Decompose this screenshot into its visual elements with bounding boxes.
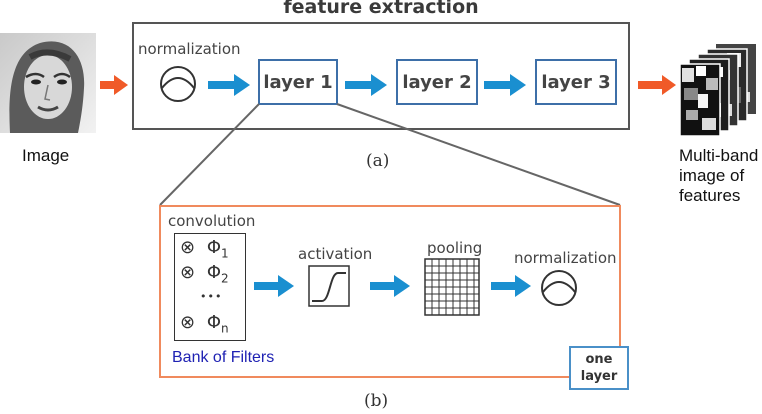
filter-ellipsis: ••• bbox=[200, 290, 223, 303]
normalization-label: normalization bbox=[138, 40, 241, 58]
filter-row-1: ⊗ Φ1 bbox=[180, 237, 229, 261]
filter-subscript: 1 bbox=[221, 246, 229, 261]
convolution-label: convolution bbox=[168, 212, 256, 230]
arrow-pooling-to-normalization bbox=[491, 275, 531, 297]
input-arrow bbox=[100, 75, 128, 95]
one-layer-line2: layer bbox=[580, 369, 618, 384]
layer-3-box: layer 3 bbox=[535, 59, 617, 105]
output-label-line2: image of bbox=[679, 166, 745, 185]
pooling-label: pooling bbox=[427, 239, 483, 257]
activation-function-icon bbox=[308, 265, 350, 307]
convolve-icon: ⊗ bbox=[180, 312, 196, 333]
arrow-activation-to-pooling bbox=[370, 275, 410, 297]
filter-bank-box bbox=[174, 233, 246, 341]
feature-extraction-title: feature extraction bbox=[283, 0, 479, 18]
caption-b: (b) bbox=[364, 391, 389, 411]
convolve-icon: ⊗ bbox=[180, 237, 196, 258]
filter-symbol: Φ bbox=[206, 262, 221, 283]
arrow-layer2-to-layer3 bbox=[484, 74, 526, 96]
multi-band-feature-stack bbox=[680, 44, 756, 136]
detail-normalization-label: normalization bbox=[514, 249, 617, 267]
output-arrow bbox=[638, 75, 676, 95]
arrow-conv-to-activation bbox=[254, 275, 294, 297]
convolve-icon: ⊗ bbox=[180, 262, 196, 283]
input-image-label: Image bbox=[22, 146, 70, 165]
filter-symbol: Φ bbox=[206, 312, 221, 333]
layer-2-box: layer 2 bbox=[396, 59, 478, 105]
one-layer-line1: one bbox=[585, 352, 613, 367]
feature-extraction-box bbox=[132, 22, 630, 130]
output-label-line3: features bbox=[679, 186, 741, 205]
filter-symbol: Φ bbox=[206, 237, 221, 258]
detail-normalization-icon bbox=[541, 270, 577, 306]
one-layer-badge: one layer bbox=[569, 346, 629, 390]
filter-subscript: 2 bbox=[221, 271, 229, 286]
filter-row-2: ⊗ Φ2 bbox=[180, 262, 229, 286]
layer-1-box: layer 1 bbox=[258, 59, 338, 105]
bank-of-filters-label: Bank of Filters bbox=[172, 349, 275, 366]
caption-a: (a) bbox=[366, 151, 390, 171]
normalization-icon bbox=[160, 66, 196, 102]
input-face-image bbox=[0, 33, 96, 133]
output-label-line1: Multi-band bbox=[679, 146, 759, 165]
arrow-layer1-to-layer2 bbox=[345, 74, 387, 96]
filter-subscript: n bbox=[221, 321, 229, 336]
layer-detail-box bbox=[159, 205, 621, 378]
arrow-norm-to-layer1 bbox=[208, 74, 250, 96]
activation-label: activation bbox=[298, 245, 373, 263]
pooling-grid-icon bbox=[424, 258, 480, 316]
filter-row-n: ⊗ Φn bbox=[180, 312, 229, 336]
